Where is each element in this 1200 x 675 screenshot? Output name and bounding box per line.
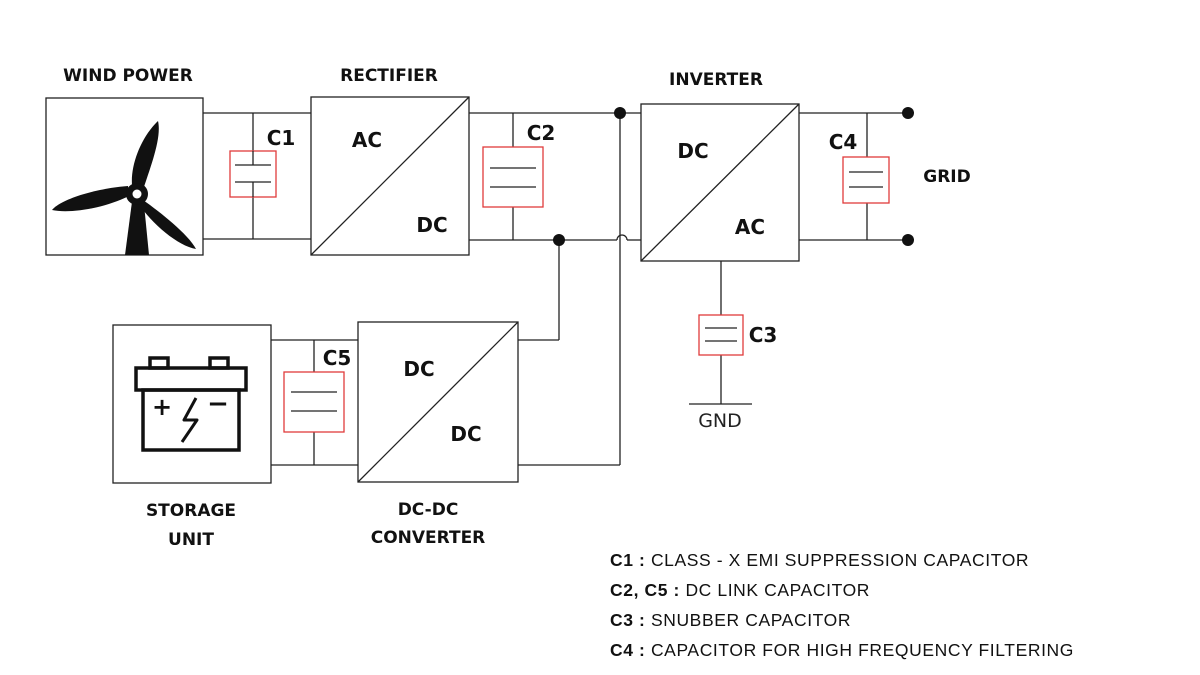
storage-title-line2: UNIT [168, 530, 214, 550]
junction-dot [553, 234, 565, 246]
legend-key: C1 : [610, 550, 646, 570]
legend-key: C3 : [610, 610, 646, 630]
inverter-input-label: DC [677, 139, 708, 163]
inverter-output-label: AC [735, 215, 765, 239]
dcdc-output-label: DC [450, 422, 481, 446]
legend-text: CAPACITOR FOR HIGH FREQUENCY FILTERING [650, 640, 1075, 660]
rectifier-block: AC DC [310, 96, 470, 256]
legend-item: C3 : SNUBBER CAPACITOR [610, 605, 1074, 635]
legend-key: C4 : [610, 640, 646, 660]
legend-key: C2, C5 : [610, 580, 680, 600]
c3-label: C3 [749, 323, 778, 347]
legend-item: C2, C5 : DC LINK CAPACITOR [610, 575, 1074, 605]
storage-unit-block: + − [112, 324, 272, 484]
battery-minus-symbol: − [207, 389, 229, 419]
rectifier-input-label: AC [352, 128, 382, 152]
legend-item: C4 : CAPACITOR FOR HIGH FREQUENCY FILTER… [610, 635, 1074, 665]
wind-turbine-icon [52, 121, 196, 255]
capacitor-c2 [482, 146, 544, 208]
wind-power-title: WIND POWER [63, 66, 193, 86]
gnd-label: GND [698, 410, 742, 432]
dcdc-converter-block: DC DC [357, 321, 519, 483]
legend-text: DC LINK CAPACITOR [685, 580, 871, 600]
rectifier-title: RECTIFIER [340, 66, 438, 86]
capacitor-legend: C1 : CLASS - X EMI SUPPRESSION CAPACITOR… [610, 545, 1074, 665]
battery-plus-symbol: + [152, 393, 172, 421]
c2-label: C2 [527, 121, 556, 145]
legend-text: CLASS - X EMI SUPPRESSION CAPACITOR [650, 550, 1030, 570]
c4-label: C4 [829, 130, 858, 154]
capacitor-c4 [842, 156, 890, 204]
legend-item: C1 : CLASS - X EMI SUPPRESSION CAPACITOR [610, 545, 1074, 575]
wind-turbine-block [45, 97, 204, 256]
grid-label: GRID [923, 167, 970, 187]
inverter-title: INVERTER [669, 70, 763, 90]
dcdc-title-line2: CONVERTER [371, 528, 486, 548]
junction-dot [614, 107, 626, 119]
storage-title-line1: STORAGE [146, 501, 236, 521]
c5-label: C5 [323, 346, 352, 370]
dcdc-input-label: DC [403, 357, 434, 381]
battery-icon: + − [134, 356, 248, 452]
dcdc-title-line1: DC-DC [398, 500, 459, 520]
capacitor-c3 [698, 314, 744, 356]
rectifier-output-label: DC [416, 213, 447, 237]
capacitor-c5 [283, 371, 345, 433]
legend-text: SNUBBER CAPACITOR [650, 610, 852, 630]
capacitor-c1 [229, 150, 277, 198]
inverter-block: DC AC [640, 103, 800, 262]
c1-label: C1 [267, 126, 296, 150]
grid-terminal-top [902, 107, 914, 119]
grid-terminal-bottom [902, 234, 914, 246]
